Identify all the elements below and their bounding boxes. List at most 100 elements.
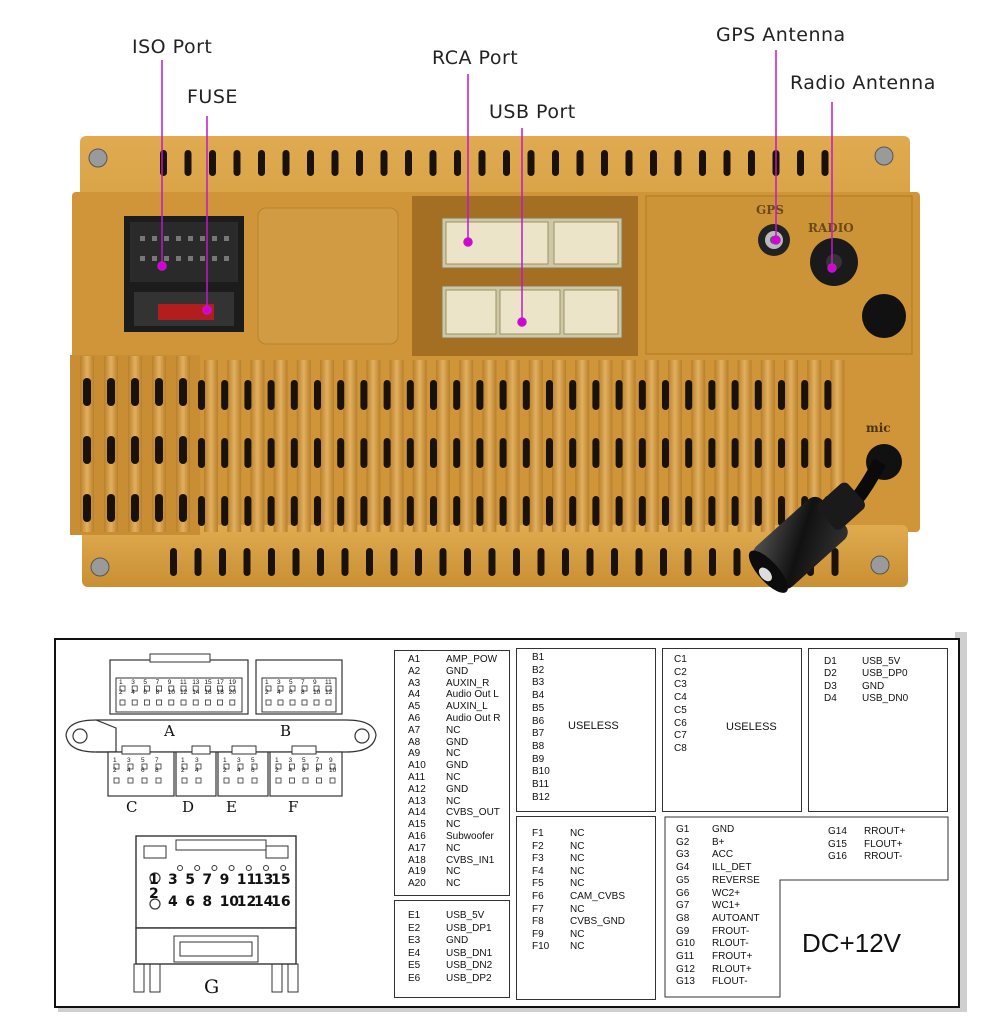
svg-text:16: 16 <box>204 689 212 696</box>
connector-c <box>107 751 175 797</box>
connector-a <box>109 659 249 715</box>
svg-text:12: 12 <box>325 689 333 696</box>
svg-text:7: 7 <box>316 757 320 764</box>
pinout-row: E2 USB_DP1 <box>408 923 492 936</box>
pin-function: GND <box>446 760 469 772</box>
pin-id: G4 <box>676 862 690 874</box>
pin-id: G1 <box>676 824 690 835</box>
pinout-row: C5 <box>674 705 714 718</box>
pin-id: A17 <box>408 842 426 854</box>
pin-id: G10 <box>676 938 695 950</box>
pin-function: NC <box>570 840 585 852</box>
pin-id: A16 <box>408 831 426 842</box>
pinout-row: B1 <box>532 652 572 665</box>
pinout-row: C7 <box>674 730 714 743</box>
pin-id: E2 <box>408 922 421 934</box>
pin-id: A7 <box>408 724 421 736</box>
g-pin-number: 5 <box>185 872 195 888</box>
g-pin-number: 15 <box>271 872 291 888</box>
pin-id: A11 <box>408 772 426 783</box>
svg-text:10: 10 <box>313 689 321 696</box>
pin-id: A18 <box>408 854 426 866</box>
g-pin-number: 6 <box>185 894 195 910</box>
pin-function: NC <box>570 828 585 839</box>
svg-text:5: 5 <box>251 757 255 764</box>
pinout-row: C8 <box>674 743 714 756</box>
pin-id: A1 <box>408 654 421 665</box>
pin-id: G15 <box>828 838 847 850</box>
svg-text:12: 12 <box>180 689 188 696</box>
svg-text:8: 8 <box>316 767 320 774</box>
pin-function: CAM_CVBS <box>570 891 626 902</box>
g-pin-number: 10 <box>219 894 240 910</box>
iso-port <box>124 216 244 332</box>
table-c-box <box>662 648 802 812</box>
pin-id: B5 <box>532 702 545 714</box>
pin-id: D3 <box>824 680 837 692</box>
pinout-row: B4 <box>532 690 572 703</box>
pin-id: B1 <box>532 652 545 663</box>
pin-function: USB_DP1 <box>446 922 492 934</box>
svg-text:18: 18 <box>217 689 225 696</box>
table-b-box <box>516 648 656 812</box>
pin-id: G5 <box>676 874 690 886</box>
svg-text:4: 4 <box>237 767 241 774</box>
g-pin-number: 9 <box>219 872 230 888</box>
pin-id: B9 <box>532 753 545 765</box>
pin-function: NC <box>570 865 585 877</box>
pinout-row: G4 ILL_DET <box>676 862 751 875</box>
blank-recess <box>257 207 399 345</box>
pin-id: E4 <box>408 947 421 959</box>
pin-id: D4 <box>824 693 837 705</box>
svg-text:3: 3 <box>127 757 131 764</box>
svg-text:7: 7 <box>156 679 160 686</box>
pin-id: C8 <box>674 742 687 754</box>
iso-port-label: ISO Port <box>132 36 213 58</box>
g-pin-2: 2 <box>149 886 159 902</box>
pin-function: Audio Out R <box>446 713 501 724</box>
svg-text:20: 20 <box>229 689 237 696</box>
connector-d <box>175 751 217 797</box>
pin-id: G8 <box>676 912 690 924</box>
pin-function: ILL_DET <box>712 862 752 874</box>
pin-id: F1 <box>532 828 544 839</box>
svg-text:8: 8 <box>156 689 160 696</box>
pin-function: WC1+ <box>712 900 741 912</box>
pin-id: A2 <box>408 665 421 677</box>
pin-id: G11 <box>676 951 695 962</box>
pin-id: F9 <box>532 928 544 940</box>
pin-id: B11 <box>532 779 550 790</box>
pin-id: F4 <box>532 865 544 877</box>
pin-function: RROUT- <box>864 851 903 863</box>
pin-id: C3 <box>674 679 687 691</box>
pin-id: B6 <box>532 715 545 727</box>
pin-id: F2 <box>532 840 544 852</box>
pin-id: G2 <box>676 836 690 848</box>
svg-text:19: 19 <box>229 679 237 686</box>
pin-id: B2 <box>532 664 545 676</box>
fuse-label: FUSE <box>187 86 238 108</box>
pin-id: F10 <box>532 941 550 953</box>
pin-id: A13 <box>408 795 426 807</box>
pin-function: GND <box>446 665 469 677</box>
svg-text:2: 2 <box>275 767 279 774</box>
pin-id: C6 <box>674 717 687 729</box>
